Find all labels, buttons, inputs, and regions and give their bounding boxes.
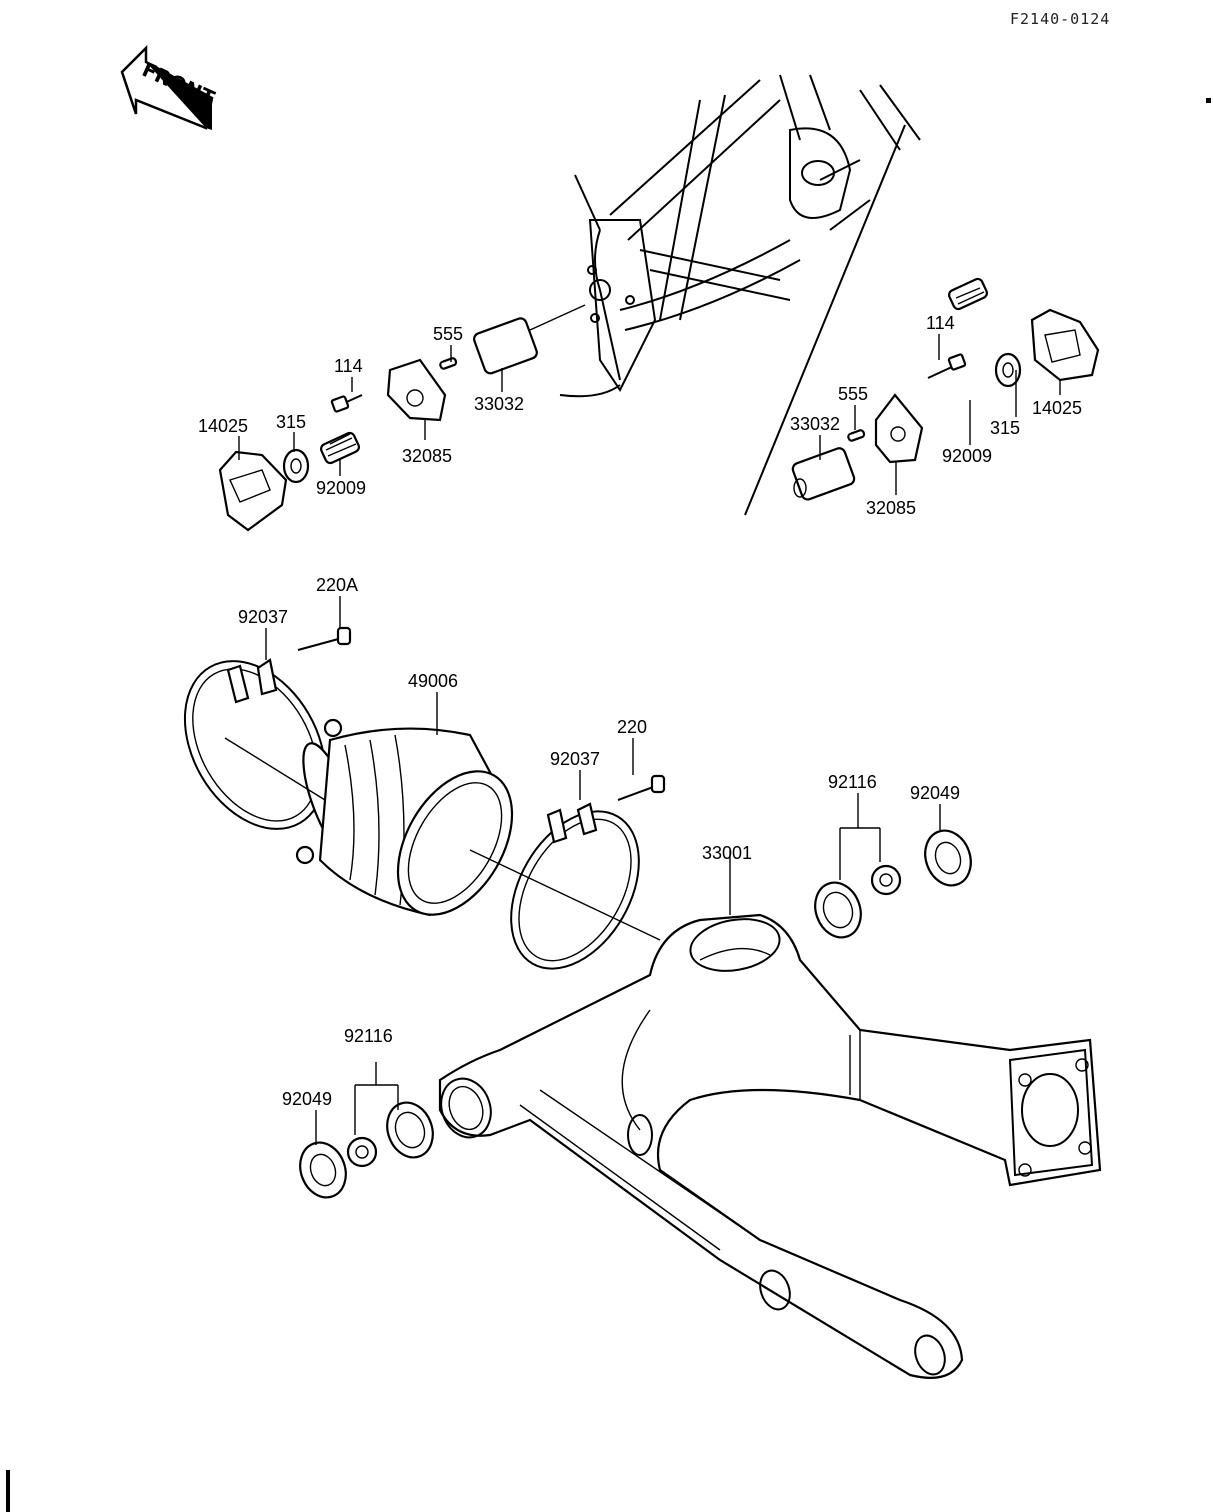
clamp-right (469, 774, 666, 970)
part-label: 555 (838, 384, 868, 404)
part-label: 92116 (828, 772, 877, 792)
swing-arm-33001 (438, 850, 1102, 1379)
part-label: 33032 (474, 394, 524, 414)
corner-mark (1206, 98, 1211, 103)
part-label: 92049 (910, 783, 960, 803)
part-label: 315 (990, 418, 1020, 438)
part-label: 92037 (550, 749, 600, 769)
bearings-left (299, 1062, 434, 1199)
part-label: 92037 (238, 607, 288, 627)
right-pivot-hardware (791, 277, 1100, 501)
part-label: 14025 (198, 416, 248, 436)
part-label: 555 (433, 324, 463, 344)
part-label: 33001 (702, 843, 752, 863)
part-label: 220 (617, 717, 647, 737)
part-label: 315 (276, 412, 306, 432)
part-label: 92116 (344, 1026, 393, 1046)
part-label: 114 (926, 313, 955, 333)
part-label: 114 (334, 356, 363, 376)
edge-mark (6, 1470, 10, 1512)
part-label: 49006 (408, 671, 458, 691)
part-label: 92009 (942, 446, 992, 466)
part-label: 32085 (866, 498, 916, 518)
part-label: 32085 (402, 446, 452, 466)
leader-lines (238, 334, 1061, 1145)
bearings-right (814, 827, 972, 939)
part-label: 33032 (790, 414, 840, 434)
diagram-code: F2140-0124 (1010, 10, 1110, 28)
part-labels: 555 114 315 14025 92009 32085 33032 114 … (198, 313, 1082, 1109)
left-pivot-hardware (218, 304, 586, 532)
boot-49006 (224, 718, 514, 917)
part-label: 92009 (316, 478, 366, 498)
frame-drawing (559, 74, 921, 516)
clamp-left (183, 626, 352, 830)
part-label: 14025 (1032, 398, 1082, 418)
front-arrow-icon: FRONT (120, 44, 218, 130)
part-label: 220A (316, 575, 358, 595)
part-label: 92049 (282, 1089, 332, 1109)
